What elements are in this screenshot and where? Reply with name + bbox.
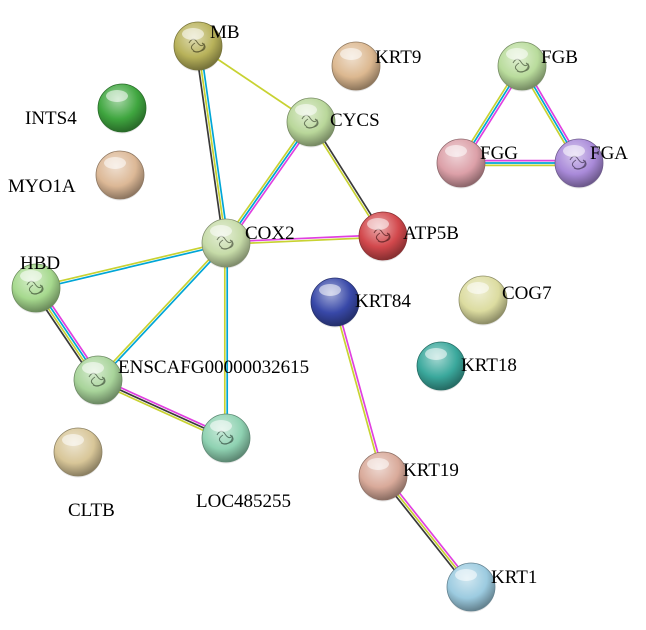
node-cog7[interactable] [458,275,508,326]
node-label-cltb: CLTB [68,500,115,521]
edge-strand [333,302,383,477]
node-highlight [182,28,204,40]
node-label-fgb: FGB [541,47,578,68]
node-ints4[interactable] [97,83,147,134]
edge-strand [223,120,310,243]
node-highlight [295,104,317,116]
edge-cycs-cox2[interactable] [223,120,314,245]
edge-strand [225,233,383,243]
edge-strand [96,241,226,380]
node-label-mb: MB [210,22,240,43]
node-highlight [425,348,447,360]
edge-strand [225,121,312,244]
node-cycs[interactable] [286,97,336,148]
protein-structure-icon [301,114,319,129]
edge-cox2-enscafg[interactable] [96,241,228,382]
edge-strand [194,46,225,244]
node-label-loc485255: LOC485255 [196,491,291,512]
edge-mb-cox2[interactable] [194,45,230,244]
node-atp5b[interactable] [358,211,408,262]
node-highlight [467,282,489,294]
node-label-cycs: CYCS [330,110,380,131]
node-cltb[interactable] [53,427,103,478]
protein-structure-icon [26,280,44,295]
labels-layer: MB KRT9 FGB INTS4 CYCS FGG FGA MYO1A COX2 ATP5B HB… [8,22,628,588]
node-label-cog7: COG7 [502,283,552,304]
node-highlight [106,90,128,102]
edge-strand [199,45,230,243]
edge-strand [98,243,228,382]
node-fgb[interactable] [497,41,547,92]
edge-strand [197,45,227,244]
edge-strand [227,122,314,245]
protein-structure-icon [88,372,106,387]
node-krt18[interactable] [416,341,466,392]
node-highlight [82,362,104,374]
node-label-myo1a: MYO1A [8,176,76,197]
protein-structure-icon [512,58,530,73]
edge-strand [335,301,385,476]
node-highlight [367,218,389,230]
node-label-fga: FGA [590,143,628,164]
node-label-hbd: HBD [20,253,60,274]
node-fga[interactable] [554,138,604,189]
node-fgg[interactable] [436,138,486,189]
node-label-enscafg: ENSCAFG00000032615 [118,357,309,378]
protein-structure-icon [216,235,234,250]
node-label-krt9: KRT9 [375,47,421,68]
node-label-krt18: KRT18 [461,355,517,376]
node-highlight [367,458,389,470]
edge-cox2-hbd[interactable] [35,241,227,290]
node-highlight [210,420,232,432]
node-label-cox2: COX2 [245,223,295,244]
node-mb[interactable] [173,21,223,72]
protein-structure-icon [373,228,391,243]
node-highlight [20,270,42,282]
node-krt19[interactable] [358,451,408,502]
node-highlight [340,48,362,60]
node-cox2[interactable] [201,218,251,269]
node-myo1a[interactable] [95,150,145,201]
node-label-atp5b: ATP5B [403,223,459,244]
node-krt84[interactable] [310,277,360,328]
edge-strand [226,236,384,246]
edge-cox2-atp5b[interactable] [225,233,384,246]
node-highlight [210,225,232,237]
edge-cox2-loc485255[interactable] [223,243,229,438]
node-highlight [455,569,477,581]
protein-structure-icon [188,38,206,53]
edge-krt84-krt19[interactable] [333,301,385,477]
edge-strand [36,243,227,290]
node-label-krt1: KRT1 [491,567,537,588]
node-label-fgg: FGG [480,143,518,164]
edge-strand [35,241,226,288]
node-label-krt19: KRT19 [403,460,459,481]
node-highlight [62,434,84,446]
protein-structure-icon [216,430,234,445]
node-highlight [104,157,126,169]
node-hbd[interactable] [11,263,61,314]
node-krt1[interactable] [446,562,496,613]
node-enscafg[interactable] [73,355,123,406]
node-highlight [445,145,467,157]
node-krt9[interactable] [331,41,381,92]
node-highlight [319,284,341,296]
protein-structure-icon [569,155,587,170]
node-highlight [506,48,528,60]
nodes-layer [11,21,604,613]
node-label-ints4: INTS4 [25,108,77,129]
node-label-krt84: KRT84 [355,291,411,312]
node-highlight [563,145,585,157]
node-loc485255[interactable] [201,413,251,464]
